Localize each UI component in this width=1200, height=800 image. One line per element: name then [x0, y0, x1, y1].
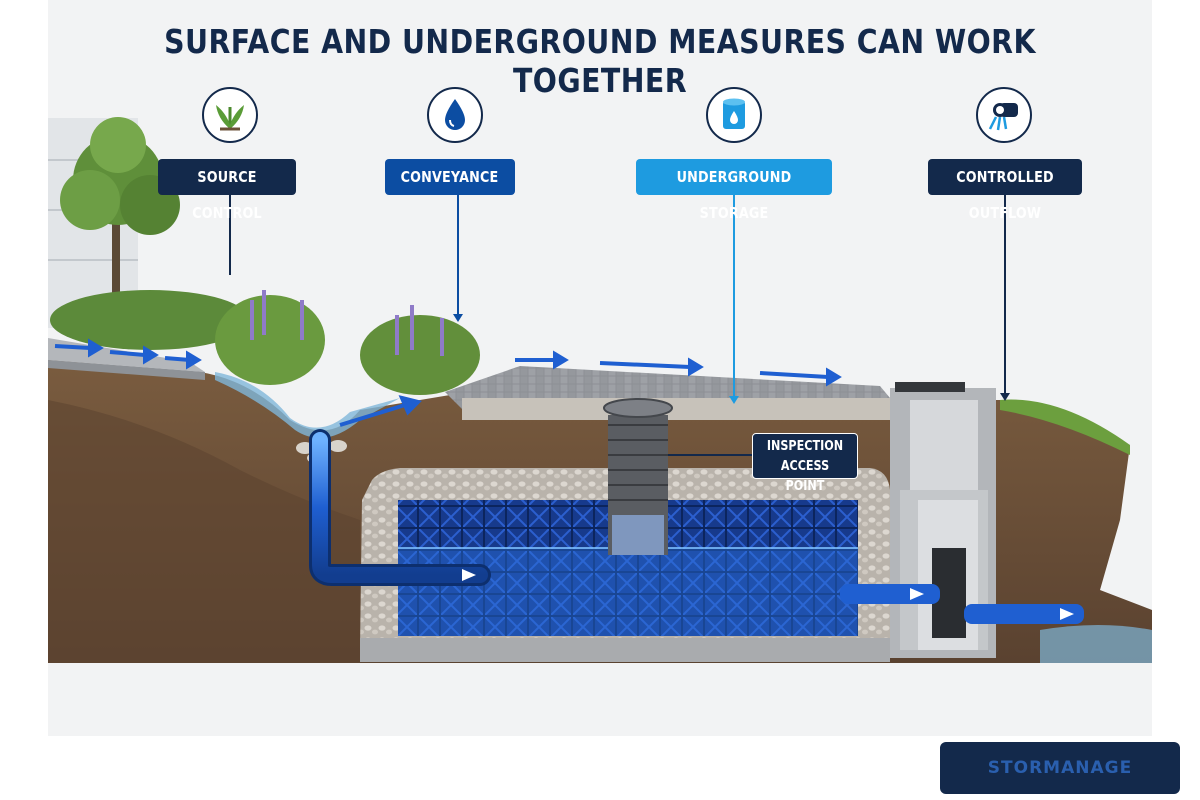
outlet-pipe: [840, 584, 1084, 624]
base-slab: [360, 638, 890, 662]
vegetation: [50, 117, 1130, 455]
stream-outfall: [1040, 625, 1152, 663]
flow-arrows: [54, 338, 842, 427]
stage-label-controlled-outflow: CONTROLLED OUTFLOW: [928, 159, 1082, 222]
plant-icon: [202, 87, 258, 143]
callout-line-2: ACCESS POINT: [780, 459, 830, 494]
diagram-title: SURFACE AND UNDERGROUND MEASURES CAN WOR…: [164, 22, 1036, 100]
inspection-access-callout: INSPECTION ACCESS POINT: [752, 433, 858, 494]
outflow-pipe-icon: [976, 87, 1032, 143]
stage-label-conveyance: CONVEYANCE: [385, 159, 515, 195]
callout-line-1: INSPECTION: [766, 439, 844, 454]
paving-bedding: [462, 398, 902, 420]
inspection-shaft: [603, 398, 673, 555]
storage-tank-icon: [706, 87, 762, 143]
brand-badge: STORMANAGE: [940, 742, 1180, 794]
water-drop-icon: [427, 87, 483, 143]
pipe-flow-arrows: [462, 569, 1074, 620]
stormwater-cross-section: [48, 117, 1152, 663]
stage-leader-lines: [229, 195, 1006, 398]
stage-label-underground-storage: UNDERGROUND STORAGE: [636, 159, 832, 222]
stored-water: [398, 548, 858, 636]
inlet-pipe: [309, 429, 491, 586]
stage-label-source-control: SOURCE CONTROL: [158, 159, 296, 222]
diagram-background: [48, 0, 1152, 736]
